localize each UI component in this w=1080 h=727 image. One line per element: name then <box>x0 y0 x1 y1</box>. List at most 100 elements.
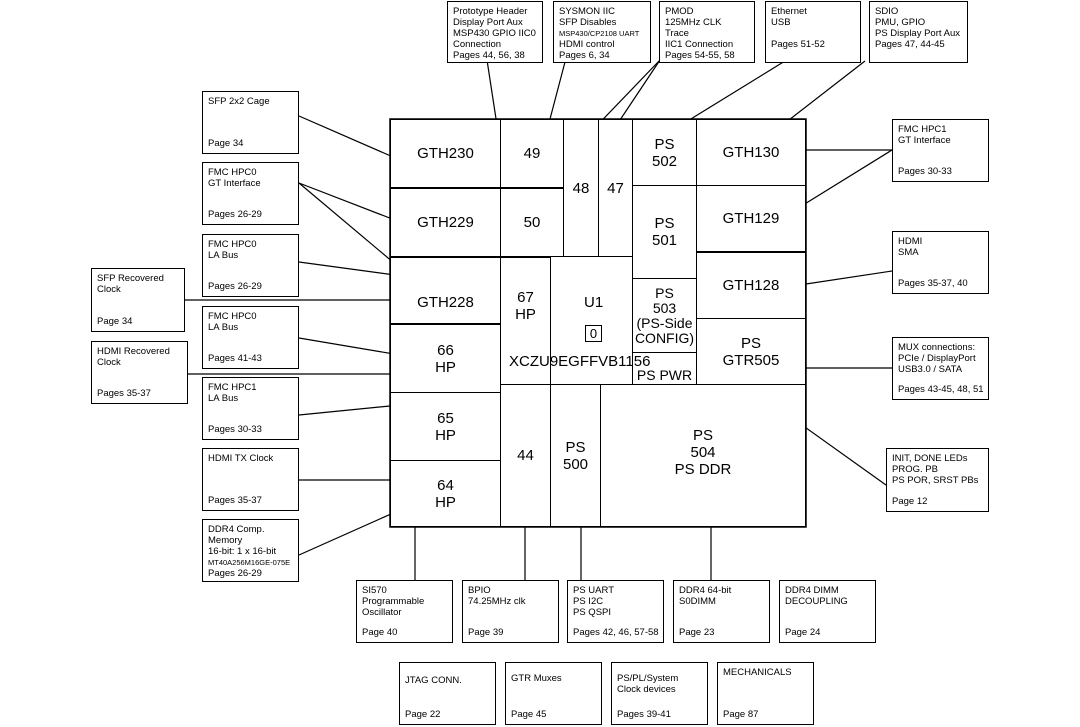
box-gtr-muxes: GTR Muxes Page 45 <box>505 662 602 725</box>
box-fmc-hpc0-gt-line-1: FMC HPC0 <box>208 167 257 178</box>
box-pmod: PMOD 125MHz CLK Trace IIC1 Connection Pa… <box>659 1 755 63</box>
box-clock-devices-line-2: Clock devices <box>617 684 676 695</box>
bank-66-label-1: 66 <box>437 341 454 359</box>
box-sysmon-line-1: SYSMON IIC <box>559 6 615 17</box>
bank-50-label: 50 <box>523 214 541 231</box>
box-mechanicals: MECHANICALS Page 87 <box>717 662 814 725</box>
box-si570-line-3: Oscillator <box>362 607 402 618</box>
bank-gth129-label: GTH129 <box>722 210 780 227</box>
bank-ps503-label-4: CONFIG) <box>634 329 695 346</box>
box-hdmi-recovered-clock: HDMI Recovered Clock Pages 35-37 <box>91 341 188 404</box>
box-fmc-hpc0-la-1: FMC HPC0 LA Bus Pages 26-29 <box>202 234 299 297</box>
box-mux-connections: MUX connections: PCIe / DisplayPort USB3… <box>892 337 989 400</box>
box-fmc-hpc0-gt-page: Pages 26-29 <box>208 209 262 220</box>
box-fmc-hpc1-la-line-2: LA Bus <box>208 393 239 404</box>
box-ddr4-comp-memory: DDR4 Comp. Memory 16-bit: 1 x 16-bit MT4… <box>202 519 299 582</box>
bank-ps-pwr-label: PS PWR <box>636 366 693 383</box>
box-sfp-cage-page: Page 34 <box>208 138 244 149</box>
box-fmc-hpc1-la: FMC HPC1 LA Bus Pages 30-33 <box>202 377 299 440</box>
box-clock-devices-page: Pages 39-41 <box>617 709 671 720</box>
bank-44: 44 <box>500 384 551 527</box>
box-si570-line-2: Programmable <box>362 596 425 607</box>
box-sfp-cage: SFP 2x2 Cage Page 34 <box>202 91 299 154</box>
bank-ps504-label-1: PS <box>692 427 713 444</box>
bank-gth230: GTH230 <box>390 119 501 188</box>
box-prototype-header-line-2: Display Port Aux <box>453 17 523 28</box>
box-fmc-hpc0-la-2: FMC HPC0 LA Bus Pages 41-43 <box>202 306 299 369</box>
box-mux-connections-page: Pages 43-45, 48, 51 <box>898 384 984 395</box>
box-fmc-hpc1-gt-line-1: FMC HPC1 <box>898 124 947 135</box>
bank-64-label-2: HP <box>435 493 456 511</box>
bank-ps503-label-3: (PS-Side <box>636 314 693 331</box>
bank-48: 48 <box>563 119 599 257</box>
bank-67-label-2: HP <box>515 306 536 323</box>
bank-gth130: GTH130 <box>696 119 806 186</box>
bank-ps502-label-2: 502 <box>651 152 678 170</box>
box-ddr4-dimm-line-2: DECOUPLING <box>785 596 848 607</box>
box-ps-uart: PS UART PS I2C PS QSPI Pages 42, 46, 57-… <box>567 580 664 643</box>
box-ddr4-sodimm-page: Page 23 <box>679 627 715 638</box>
box-hdmi-sma: HDMI SMA Pages 35-37, 40 <box>892 231 989 294</box>
box-ddr4-sodimm-line-1: DDR4 64-bit <box>679 585 732 596</box>
bank-gth228-label: GTH228 <box>417 294 474 311</box>
box-ethernet-page: Pages 51-52 <box>771 39 825 50</box>
box-ddr4-dimm-page: Page 24 <box>785 627 821 638</box>
box-sdio-page: Pages 47, 44-45 <box>875 39 945 50</box>
box-pmod-line-1: PMOD <box>665 6 694 17</box>
bank-gth229-label: GTH229 <box>417 214 474 231</box>
box-ethernet-line-2: USB <box>771 17 791 28</box>
box-bpio-line-1: BPIO <box>468 585 491 596</box>
box-sdio-line-2: PMU, GPIO <box>875 17 926 28</box>
box-jtag-line-1: JTAG CONN. <box>405 675 462 686</box>
box-ddr4-dimm: DDR4 DIMM DECOUPLING Page 24 <box>779 580 876 643</box>
bank-65-label-2: HP <box>435 426 456 444</box>
box-sysmon: SYSMON IIC SFP Disables MSP430/CP2108 UA… <box>553 1 651 63</box>
box-ps-uart-line-2: PS I2C <box>573 596 604 607</box>
bank-66-label-2: HP <box>435 358 456 376</box>
box-ps-uart-line-3: PS QSPI <box>573 607 612 618</box>
box-hdmi-recovered-clock-page: Pages 35-37 <box>97 388 151 399</box>
bank-ps500-label-2: 500 <box>562 455 589 473</box>
box-init-done-leds-page: Page 12 <box>892 496 928 507</box>
box-mux-connections-line-3: USB3.0 / SATA <box>898 364 963 375</box>
box-fmc-hpc0-la-2-page: Pages 41-43 <box>208 353 262 364</box>
bank-gtr505-label-2: GTR505 <box>722 351 780 369</box>
chip-small-label: 0 <box>589 326 598 341</box>
box-bpio-line-2: 74.25MHz clk <box>468 596 526 607</box>
chip-small-square: 0 <box>585 325 602 342</box>
box-prototype-header-line-1: Prototype Header <box>453 6 528 17</box>
box-pmod-line-3: Trace <box>665 28 689 39</box>
box-sysmon-small-line: MSP430/CP2108 UART <box>559 29 640 38</box>
box-hdmi-tx-clock-line-1: HDMI TX Clock <box>208 453 274 464</box>
box-fmc-hpc1-gt-page: Pages 30-33 <box>898 166 952 177</box>
bank-ps503-label-1: PS <box>655 284 674 301</box>
box-fmc-hpc0-la-2-line-2: LA Bus <box>208 322 239 333</box>
box-ddr4-comp-memory-page: Pages 26-29 <box>208 568 262 579</box>
box-fmc-hpc0-la-1-page: Pages 26-29 <box>208 281 262 292</box>
bank-ps504-label-2: 504 <box>690 444 716 461</box>
box-ddr4-comp-memory-line-3: 16-bit: 1 x 16-bit <box>208 546 277 557</box>
box-hdmi-sma-page: Pages 35-37, 40 <box>898 278 968 289</box>
box-ddr4-dimm-line-1: DDR4 DIMM <box>785 585 839 596</box>
box-init-done-leds-line-2: PROG. PB <box>892 464 938 475</box>
bank-gth129: GTH129 <box>696 185 806 252</box>
box-si570-line-1: SI570 <box>362 585 387 596</box>
box-hdmi-tx-clock: HDMI TX Clock Pages 35-37 <box>202 448 299 511</box>
bank-50: 50 <box>500 188 564 257</box>
box-ethernet-line-1: Ethernet <box>771 6 807 17</box>
box-ddr4-sodimm-line-2: S0DIMM <box>679 596 716 607</box>
box-ddr4-comp-memory-part: MT40A256M16GE-075E <box>208 558 291 567</box>
box-prototype-header-page: Pages 44, 56, 38 <box>453 50 525 61</box>
bank-gtr505-label-1: PS <box>740 334 761 352</box>
box-prototype-header-line-3: MSP430 GPIO IIC0 <box>453 28 536 39</box>
box-si570-page: Page 40 <box>362 627 398 638</box>
box-sfp-recovered-clock-line-2: Clock <box>97 284 121 295</box>
box-bpio: BPIO 74.25MHz clk Page 39 <box>462 580 559 643</box>
box-sysmon-line-4: HDMI control <box>559 39 615 50</box>
bank-gth230-label: GTH230 <box>417 145 474 162</box>
box-hdmi-sma-line-1: HDMI <box>898 236 923 247</box>
